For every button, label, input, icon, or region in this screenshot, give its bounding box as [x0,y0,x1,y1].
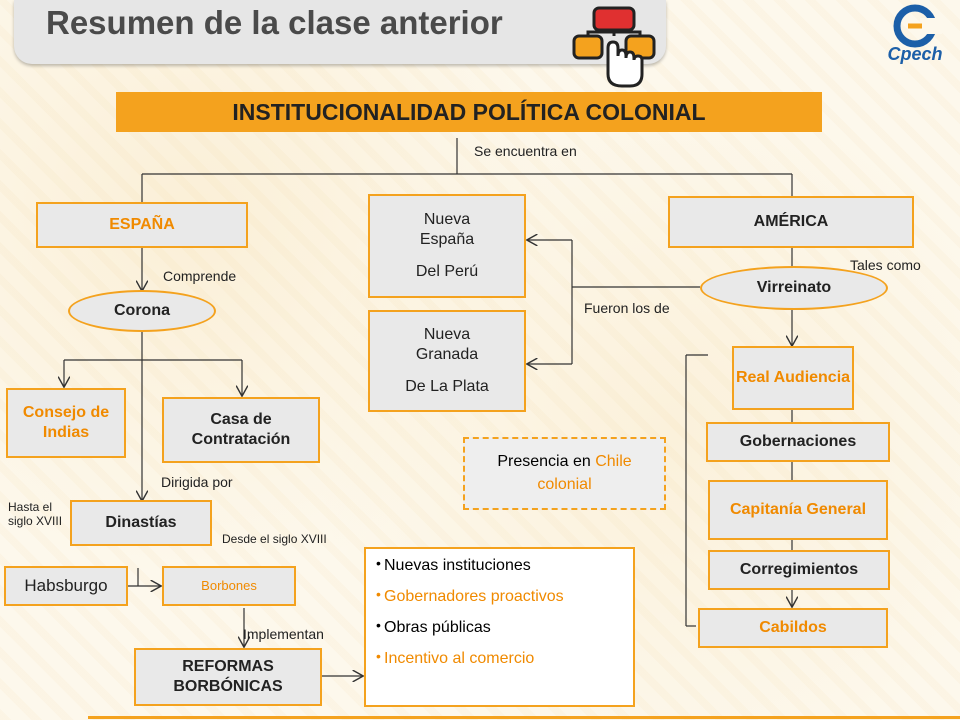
virreinato-la-plata: De La Plata [405,378,489,395]
label-hasta-siglo: Hasta el siglo XVIII [8,500,63,529]
diagram-main-title: INSTITUCIONALIDAD POLÍTICA COLONIAL [116,92,822,132]
page-title: Resumen de la clase anterior [46,4,503,41]
virreinato-peru: Del Perú [415,263,479,280]
cpech-logo: Cpech [878,4,952,70]
corregimientos-box: Corregimientos [708,550,890,590]
gobernaciones-box: Gobernaciones [706,422,890,462]
consejo-de-indias-box: Consejo de Indias [6,388,126,458]
bottom-divider [88,716,960,719]
america-box: AMÉRICA [668,196,914,248]
label-implementan: Implementan [243,626,324,642]
capitania-general-box: Capitanía General [708,480,888,540]
reformas-borbonicas-box: REFORMAS BORBÓNICAS [134,648,322,706]
virreinato-nueva-espana: Nueva España [419,211,475,248]
header-bar: Resumen de la clase anterior [14,0,666,64]
click-hand-icon [568,2,660,90]
label-comprende: Comprende [163,268,237,284]
presencia-prefix: Presencia en [497,453,596,471]
label-se-encuentra-en: Se encuentra en [474,143,577,159]
label-fueron-los-de: Fueron los de [584,300,670,316]
presencia-highlight: Chile [595,453,632,471]
logo-text: Cpech [887,44,943,64]
label-desde-siglo: Desde el siglo XVIII [222,532,327,546]
list-item: Nuevas instituciones [376,555,627,575]
espana-box: ESPAÑA [36,202,248,248]
virreinato-nueva-granada: Nueva Granada [415,326,479,363]
virreinatos-box-2: Nueva Granada De La Plata [368,310,526,412]
presencia-chile-box: Presencia en Chile colonial [463,437,666,510]
real-audiencia-box: Real Audiencia [732,346,854,410]
cabildos-box: Cabildos [698,608,888,648]
borbones-box: Borbones [162,566,296,606]
virreinato-oval: Virreinato [700,266,888,310]
dinastias-box: Dinastías [70,500,212,546]
list-item: Incentivo al comercio [376,648,627,668]
virreinatos-box-1: Nueva España Del Perú [368,194,526,298]
list-item: Gobernadores proactivos [376,586,627,606]
label-tales-como: Tales como [850,257,921,273]
reformas-list: Nuevas instituciones Gobernadores proact… [364,547,635,707]
corona-oval: Corona [68,290,216,332]
label-dirigida-por: Dirigida por [161,474,233,490]
presencia-suffix: colonial [537,475,592,493]
habsburgo-box: Habsburgo [4,566,128,606]
casa-de-contratacion-box: Casa de Contratación [162,397,320,463]
list-item: Obras públicas [376,617,627,637]
